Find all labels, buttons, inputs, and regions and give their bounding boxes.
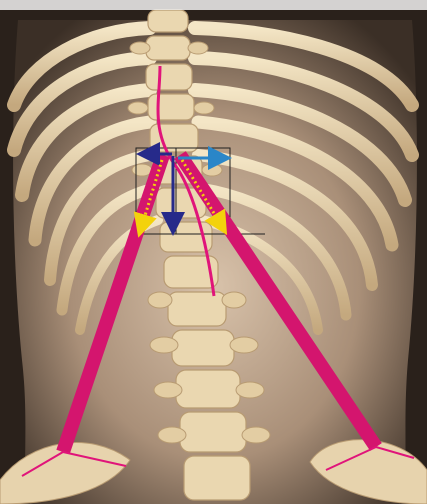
top-glow (0, 0, 427, 10)
